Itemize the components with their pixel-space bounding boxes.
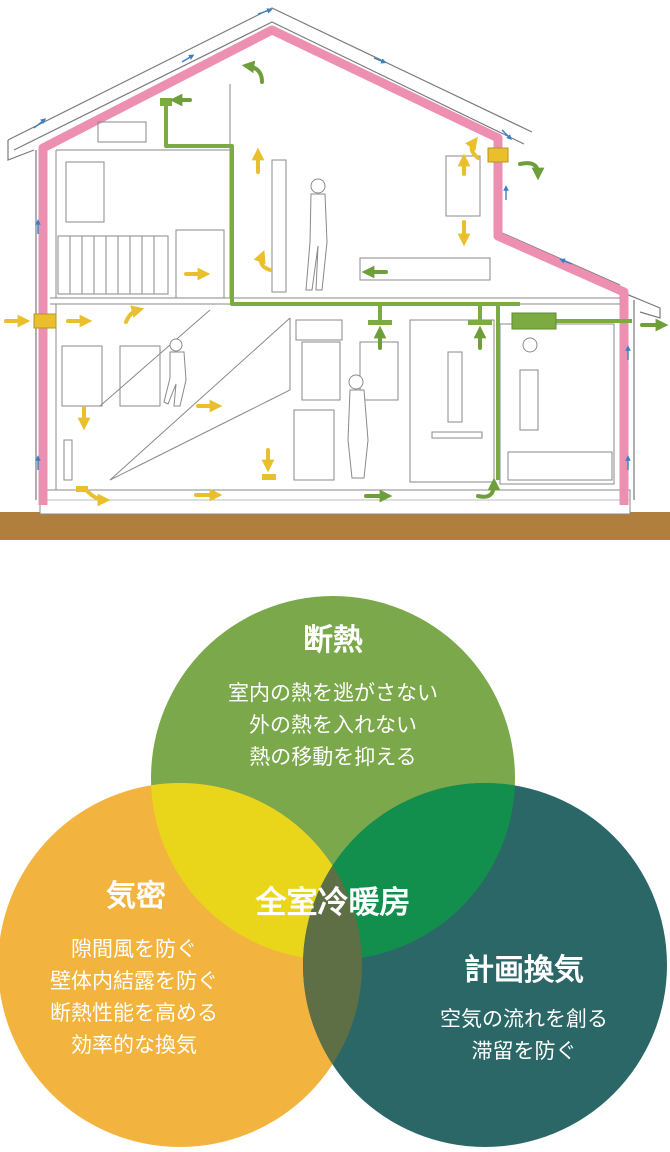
airtight-line-1: 隙間風を防ぐ: [71, 937, 197, 961]
intake-vent-left: [33, 313, 57, 329]
insulation-line-2: 外の熱を入れない: [249, 713, 417, 737]
airtight-line-4: 効率的な換気: [71, 1033, 197, 1057]
people-figures: [163, 178, 369, 479]
center-label: 全室冷暖房: [255, 885, 411, 921]
ground: [0, 512, 670, 540]
airtight-line-3: 断熱性能を高める: [50, 1001, 218, 1025]
ventilation-unit: [511, 312, 557, 330]
wall-airflow-marks: [33, 8, 631, 470]
ventilation-title: 計画換気: [464, 953, 584, 988]
ventilation-line-2: 滞留を防ぐ: [472, 1039, 577, 1063]
insulation-line-3: 熱の移動を抑える: [249, 745, 416, 769]
interior-structure: [50, 84, 620, 490]
ventilation-duct: [164, 104, 632, 480]
fresh-air-arrows: [4, 136, 480, 507]
insulation-layer: [38, 25, 629, 505]
overlap-insulation-ventilation: [303, 783, 515, 960]
house-cross-section-diagram: [0, 7, 670, 540]
airtight-title: 気密: [106, 879, 166, 914]
intake-vent-upper-right: [487, 147, 509, 163]
ventilation-line-1: 空気の流れを創る: [440, 1007, 608, 1031]
insulation-line-1: 室内の熱を逃がさない: [228, 681, 438, 705]
venn-diagram: 断熱 室内の熱を逃がさない 外の熱を入れない 熱の移動を抑える 気密 隙間風を防…: [0, 596, 667, 1147]
airtight-line-2: 壁体内結露を防ぐ: [50, 969, 218, 993]
insulation-title: 断熱: [303, 623, 363, 658]
overlap-insulation-airtight: [151, 783, 362, 960]
foundation: [39, 489, 631, 515]
exhaust-air-arrows: [169, 60, 669, 503]
